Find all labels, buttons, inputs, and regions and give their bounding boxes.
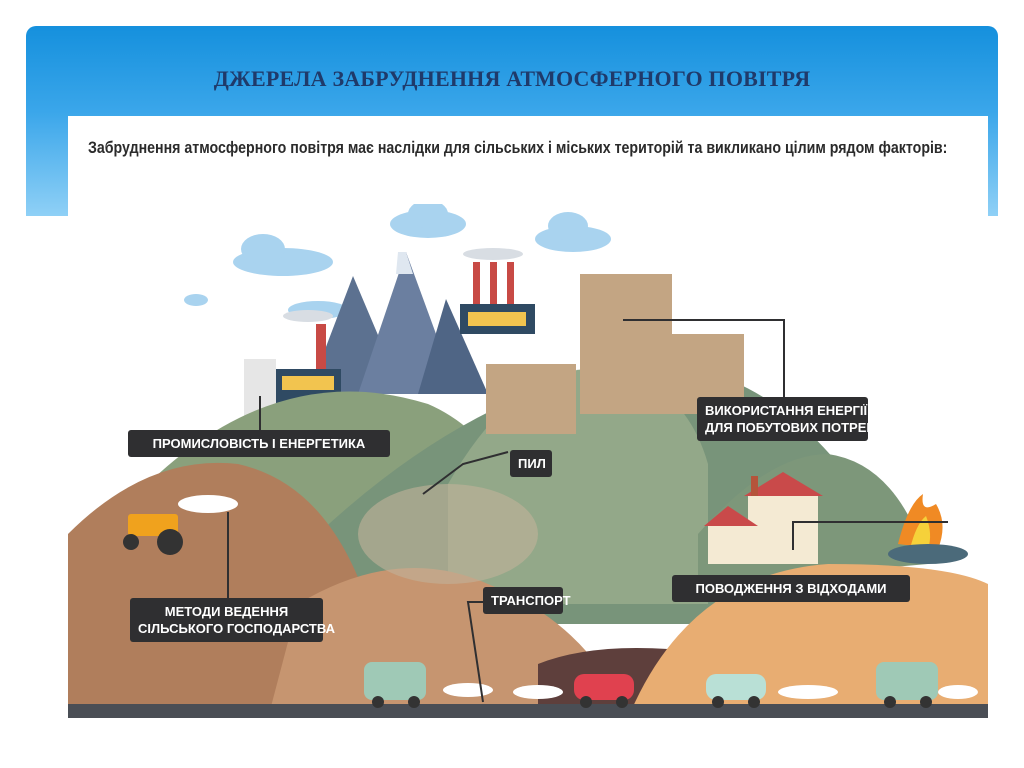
clouds	[184, 204, 611, 319]
label-waste-text: ПОВОДЖЕННЯ З ВІДХОДАМИ	[695, 581, 887, 596]
pollution-illustration	[68, 204, 988, 718]
label-household-line1: ВИКОРИСТАННЯ ЕНЕРГІЇ	[705, 403, 868, 418]
label-household-line2: ДЛЯ ПОБУТОВИХ ПОТРЕБ	[705, 420, 876, 435]
tractor-icon	[123, 495, 238, 555]
slide-title: ДЖЕРЕЛА ЗАБРУДНЕННЯ АТМОСФЕРНОГО ПОВІТРЯ	[213, 66, 811, 91]
label-agriculture: МЕТОДИ ВЕДЕННЯ СІЛЬСЬКОГО ГОСПОДАРСТВА	[130, 598, 335, 642]
label-industry: ПРОМИСЛОВІСТЬ І ЕНЕРГЕТИКА	[128, 430, 390, 457]
label-dust-text: ПИЛ	[518, 456, 546, 471]
content-card: Забруднення атмосферного повітря має нас…	[68, 116, 988, 718]
house-icon	[704, 472, 823, 564]
label-agriculture-line2: СІЛЬСЬКОГО ГОСПОДАРСТВА	[138, 621, 335, 636]
factory-icon	[244, 248, 535, 419]
label-agriculture-line1: МЕТОДИ ВЕДЕННЯ	[164, 604, 289, 619]
dust-cloud	[358, 484, 538, 584]
label-dust: ПИЛ	[510, 450, 552, 477]
apartment-buildings	[486, 274, 744, 434]
label-transport: ТРАНСПОРТ	[483, 587, 571, 614]
label-transport-text: ТРАНСПОРТ	[491, 593, 571, 608]
road	[68, 704, 988, 718]
mountains	[308, 252, 488, 394]
intro-text: Забруднення атмосферного повітря має нас…	[88, 139, 948, 157]
label-household-energy: ВИКОРИСТАННЯ ЕНЕРГІЇ ДЛЯ ПОБУТОВИХ ПОТРЕ…	[697, 397, 876, 441]
cars	[364, 662, 978, 708]
leader-lines	[227, 319, 948, 703]
label-industry-text: ПРОМИСЛОВІСТЬ І ЕНЕРГЕТИКА	[152, 436, 366, 451]
label-waste: ПОВОДЖЕННЯ З ВІДХОДАМИ	[672, 575, 910, 602]
